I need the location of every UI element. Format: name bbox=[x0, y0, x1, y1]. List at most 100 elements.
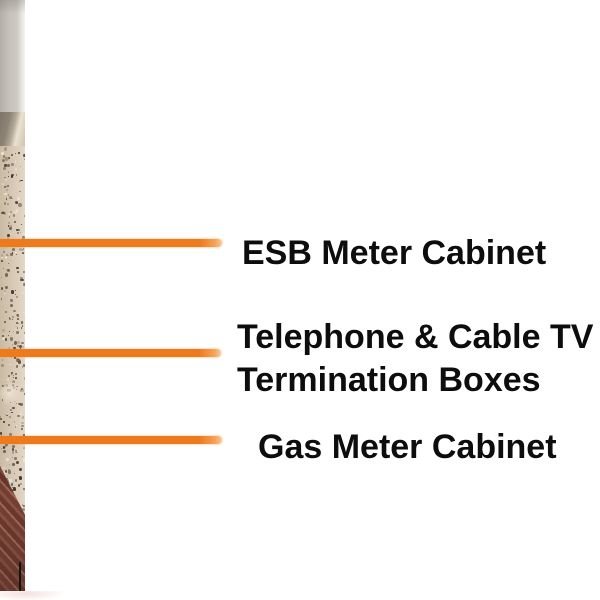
wall-speckle-dot bbox=[15, 449, 18, 452]
wall-speckle-dot bbox=[1, 287, 3, 290]
wall-speckle-dot bbox=[21, 342, 24, 344]
wall-speckle-dot bbox=[16, 341, 20, 345]
wall-speckle-dot bbox=[3, 250, 6, 254]
wall-speckle-dot bbox=[16, 358, 20, 362]
wall-speckle-dot bbox=[4, 469, 7, 473]
wall-speckle-dot bbox=[12, 213, 15, 217]
wall-speckle-dot bbox=[8, 195, 12, 199]
wall-speckle-dot bbox=[16, 327, 19, 329]
wall-speckle-dot bbox=[17, 484, 20, 487]
wall-speckle-dot bbox=[13, 380, 16, 383]
wall-speckle-dot bbox=[9, 416, 11, 418]
wall-speckle-dot bbox=[14, 377, 17, 379]
wall-speckle-dot bbox=[22, 311, 25, 315]
wall-speckle-dot bbox=[17, 152, 20, 155]
wall-speckle-dot bbox=[2, 335, 5, 337]
wall-speckle-dot bbox=[8, 215, 11, 218]
wall-speckle-dot bbox=[19, 483, 23, 486]
wall-speckle-dot bbox=[17, 434, 19, 437]
wall-speckle-dot bbox=[1, 159, 5, 162]
wall-speckle-dot bbox=[8, 222, 11, 225]
wall-speckle-dot bbox=[21, 503, 23, 506]
wall-speckle-dot bbox=[11, 456, 14, 459]
wall-speckle-dot bbox=[1, 363, 5, 367]
wall-speckle-dot bbox=[3, 289, 7, 293]
wall-speckle-dot bbox=[6, 253, 9, 256]
leader-line-telephone bbox=[0, 349, 221, 357]
wall-speckle-dot bbox=[8, 330, 10, 332]
wall-speckle-dot bbox=[6, 237, 9, 239]
wall-speckle-dot bbox=[3, 155, 6, 158]
wall-speckle-dot bbox=[14, 325, 17, 328]
wall-speckle-dot bbox=[23, 159, 25, 161]
wall-speckle-dot bbox=[15, 313, 18, 317]
wall-speckle-dot bbox=[11, 198, 13, 200]
wall-speckle-dot bbox=[0, 254, 3, 257]
wall-speckle-dot bbox=[21, 421, 24, 425]
wall-speckle-dot bbox=[10, 483, 14, 486]
wall-speckle-dot bbox=[17, 270, 20, 273]
wall-speckle-dot bbox=[15, 373, 18, 375]
wall-speckle-dot bbox=[4, 413, 7, 416]
wall-speckle-dot bbox=[23, 214, 25, 218]
wall-speckle-dot bbox=[13, 421, 16, 423]
wall-speckle-dot bbox=[1, 434, 3, 437]
wall-speckle-dot bbox=[23, 493, 25, 496]
wall-speckle-dot bbox=[22, 291, 24, 294]
wall-speckle-dot bbox=[2, 420, 5, 423]
wall-speckle-dot bbox=[22, 455, 24, 457]
wall-speckle-dot bbox=[14, 294, 16, 296]
wall-speckle-dot bbox=[9, 224, 12, 228]
wall-speckle-dot bbox=[5, 185, 7, 188]
wall-speckle-dot bbox=[15, 253, 17, 255]
wall-speckle-dot bbox=[21, 387, 24, 391]
meter-cabinet-panel bbox=[0, 0, 25, 126]
wall-speckle-dot bbox=[8, 317, 11, 320]
wall-speckle-dot bbox=[1, 288, 3, 290]
wall-speckle-dot bbox=[14, 210, 17, 214]
wall-speckle-dot bbox=[20, 412, 22, 415]
wall-speckle-dot bbox=[2, 446, 5, 449]
leader-line-gas bbox=[0, 436, 222, 444]
wall-speckle-dot bbox=[4, 192, 7, 196]
leader-line-fill bbox=[0, 349, 221, 357]
wall-speckle-dot bbox=[15, 201, 19, 204]
wall-speckle-dot bbox=[13, 309, 16, 313]
wall-speckle-dot bbox=[1, 256, 3, 259]
wall-speckle-dot bbox=[20, 165, 22, 167]
wall-speckle-dot bbox=[1, 152, 5, 155]
wall-speckle-dot bbox=[12, 316, 14, 318]
wall-speckle-dot bbox=[23, 154, 25, 158]
wall-speckle-dot bbox=[19, 278, 22, 281]
wall-speckle-dot bbox=[21, 416, 24, 419]
wall-speckle-dot bbox=[8, 346, 11, 349]
wall-speckle-dot bbox=[7, 170, 10, 173]
wall-speckle-dot bbox=[11, 373, 13, 376]
wall-speckle-dot bbox=[15, 482, 17, 484]
wall-speckle-dot bbox=[12, 346, 16, 350]
wall-speckle-dot bbox=[14, 220, 17, 224]
wall-speckle-dot bbox=[18, 311, 20, 313]
wall-speckle-dot bbox=[1, 359, 4, 361]
wall-speckle-dot bbox=[16, 450, 18, 452]
wall-speckle-dot bbox=[0, 432, 2, 435]
wall-speckle-dot bbox=[5, 158, 9, 162]
wall-speckle-dot bbox=[23, 392, 25, 395]
wall-speckle-dot bbox=[20, 403, 23, 406]
wall-speckle-dot bbox=[10, 252, 14, 256]
wall-speckle-dot bbox=[23, 457, 25, 462]
wall-speckle-dot bbox=[4, 471, 8, 475]
wall-speckle-dot bbox=[11, 175, 14, 178]
wall-speckle-dot bbox=[8, 225, 10, 227]
wall-speckle-dot bbox=[15, 296, 18, 298]
photo-bottom-smudge bbox=[0, 591, 62, 600]
wall-speckle-dot bbox=[4, 201, 7, 205]
wall-speckle-dot bbox=[23, 377, 25, 380]
pebbledash-wall bbox=[0, 146, 25, 532]
photo-edge-mark bbox=[19, 562, 21, 591]
wall-speckle-dot bbox=[17, 361, 19, 363]
wall-speckle-dot bbox=[14, 167, 18, 172]
wall-speckle-dot bbox=[22, 235, 25, 239]
wall-speckle-dot bbox=[9, 336, 13, 341]
wall-speckle-dot bbox=[15, 461, 19, 465]
